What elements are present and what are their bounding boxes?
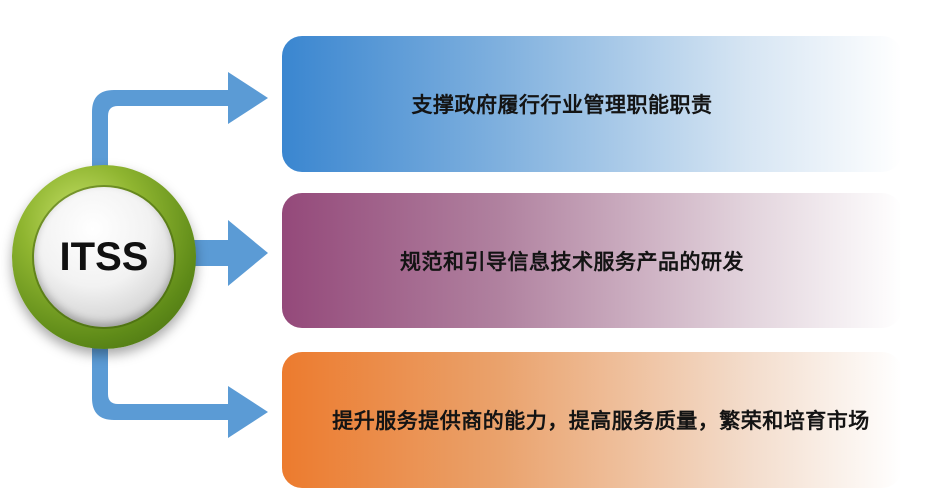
goal-card-1-text: 支撑政府履行行业管理职能职责 bbox=[411, 93, 713, 117]
connector-arrow-top bbox=[92, 72, 268, 206]
goal-card-2: 规范和引导信息技术服务产品的研发 bbox=[282, 193, 902, 328]
connector-arrow-bottom bbox=[92, 310, 268, 438]
goal-card-3: 提升服务提供商的能力，提高服务质量，繁荣和培育市场 bbox=[282, 352, 902, 488]
itss-hub-inner: ITSS bbox=[34, 187, 174, 327]
goal-card-3-text: 提升服务提供商的能力，提高服务质量，繁荣和培育市场 bbox=[332, 409, 870, 433]
connector-arrow-middle bbox=[190, 220, 268, 286]
goal-card-1: 支撑政府履行行业管理职能职责 bbox=[282, 36, 902, 172]
itss-hub-circle: ITSS bbox=[12, 165, 196, 349]
itss-hub-label: ITSS bbox=[59, 234, 149, 279]
goal-card-2-text: 规范和引导信息技术服务产品的研发 bbox=[400, 249, 744, 274]
